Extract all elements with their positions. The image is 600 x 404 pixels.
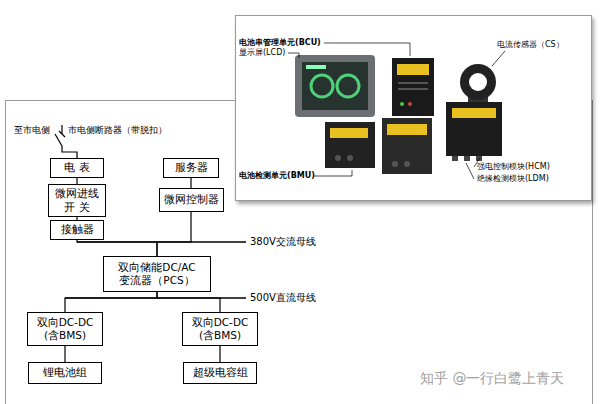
- connector: [404, 161, 410, 167]
- connector-line: [157, 292, 220, 312]
- process-box: 双向DC-DC (含BMS): [27, 312, 103, 346]
- connector-line: [157, 212, 191, 256]
- connector: [476, 156, 482, 161]
- connector-line: [77, 240, 157, 256]
- lcd-screen: [302, 62, 368, 110]
- module-detail: [398, 82, 428, 84]
- terminal-label: 至市电侧: [14, 125, 50, 136]
- box-label: 锂电池组: [43, 366, 87, 379]
- connector: [464, 156, 470, 161]
- bus-label: 380V交流母线: [250, 236, 316, 248]
- box-label: 接触器: [61, 223, 94, 236]
- current-sensor: [460, 64, 496, 104]
- process-box: 微网进线 开 关: [48, 184, 106, 217]
- leader-line: [324, 43, 410, 56]
- module-label: [387, 124, 427, 135]
- process-box: 微网控制器: [159, 188, 224, 212]
- led: [400, 102, 404, 106]
- breaker-trip-mark: [59, 131, 65, 137]
- hcm-ldm-module: [446, 102, 502, 161]
- connector-line: [219, 346, 220, 362]
- part-name: 电池串管理单元(BCU): [239, 38, 321, 48]
- process-box: 双向DC-DC (含BMS): [182, 312, 258, 346]
- feeder-line: [62, 146, 77, 158]
- connector: [335, 155, 341, 161]
- box-label: 微网进线 开 关: [53, 187, 101, 213]
- gauge: [311, 75, 333, 97]
- connector: [65, 346, 66, 362]
- feeder-line: [61, 125, 62, 134]
- box-label: 双向DC-DC (含BMS): [187, 316, 253, 342]
- box-label: 双向储能DC/AC 变流器（PCS）: [112, 261, 202, 287]
- connector: [392, 161, 398, 167]
- module-label: [330, 128, 368, 138]
- leader-line: [288, 53, 299, 58]
- gauge: [337, 75, 359, 97]
- bmu-module: [325, 118, 432, 174]
- connector: [452, 156, 458, 161]
- part-name: 绝缘检测模块(LDM): [477, 174, 549, 184]
- leader-line: [314, 170, 352, 176]
- screen-bar: [306, 65, 326, 69]
- process-box: 超级电容组: [183, 362, 257, 384]
- sensor-hole: [469, 73, 487, 91]
- bus-label: 500V直流母线: [250, 292, 316, 304]
- process-box: 接触器: [50, 220, 104, 240]
- connector-line: [65, 292, 157, 312]
- lcd-frame: [295, 55, 375, 117]
- lcd-display: [295, 55, 375, 117]
- connector: [77, 240, 157, 256]
- process-box: 电 表: [50, 158, 104, 178]
- process-box: 双向储能DC/AC 变流器（PCS）: [103, 256, 211, 292]
- box-label: 微网控制器: [164, 193, 219, 206]
- module-label: [452, 108, 496, 118]
- leader-line: [492, 51, 505, 66]
- box-label: 双向DC-DC (含BMS): [32, 316, 98, 342]
- connector: [157, 212, 191, 256]
- connector-line: [190, 178, 191, 188]
- module-body: [392, 58, 434, 116]
- part-name: 电池检测单元(BMU): [239, 171, 315, 181]
- part-name: 显示屏(LCD): [239, 48, 285, 58]
- module-detail: [398, 88, 428, 90]
- connector: [347, 155, 353, 161]
- connector: [157, 292, 220, 312]
- breaker-blade: [55, 134, 62, 146]
- part-name: 电流传感器（CS）: [497, 40, 564, 50]
- module-body: [382, 118, 432, 174]
- connector: [191, 178, 192, 188]
- box-label: 服务器: [175, 161, 208, 174]
- connector: [220, 346, 221, 362]
- box-label: 电 表: [64, 161, 89, 174]
- part-name: 强电控制模块(HCM): [477, 162, 550, 172]
- process-box: 锂电池组: [28, 362, 102, 384]
- sensor-ring: [460, 64, 496, 100]
- module-label: [397, 64, 429, 75]
- module-body: [325, 122, 375, 168]
- process-box: 服务器: [163, 158, 219, 178]
- module-body: [446, 102, 502, 156]
- part-name: 市电侧断路器（带脱扣）: [68, 125, 167, 136]
- connector: [65, 292, 157, 312]
- bcu-module: [392, 58, 434, 116]
- led: [408, 102, 412, 106]
- watermark: 知乎 @一行白鹭上青天: [420, 370, 564, 387]
- leader-line: [466, 163, 474, 179]
- connector-line: [64, 346, 65, 362]
- box-label: 超级电容组: [193, 366, 248, 379]
